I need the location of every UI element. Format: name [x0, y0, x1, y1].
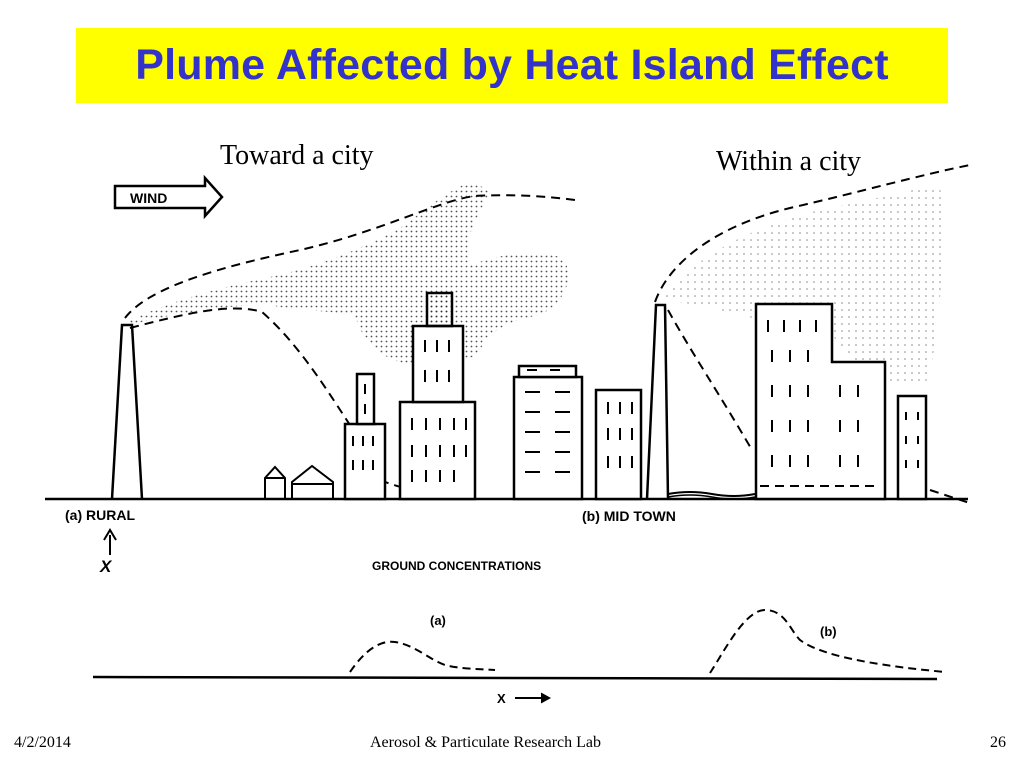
midtown-label: (b) MID TOWN [582, 508, 676, 524]
plume-a-upper-envelope [124, 194, 576, 319]
x-axis-label: X [497, 691, 506, 706]
rural-smokestack [110, 323, 144, 500]
city-a-windows [352, 340, 633, 482]
plume-a-smoke [128, 182, 569, 366]
slide-title: Plume Affected by Heat Island Effect [135, 41, 889, 89]
ground-conc-curve-b [709, 608, 946, 674]
horizontal-x-arrow: X [497, 691, 552, 706]
x-vertical-label: X [99, 557, 113, 576]
caption-within-city: Within a city [716, 146, 862, 177]
footer-date: 4/2/2014 [14, 734, 71, 751]
plume-b-upper-envelope [654, 164, 971, 303]
footer-lab: Aerosol & Particulate Research Lab [370, 734, 602, 751]
wind-label: WIND [130, 190, 167, 206]
curve-b-label: (b) [820, 624, 837, 639]
footer-page-number: 26 [990, 734, 1006, 751]
city-b-windows [760, 320, 919, 487]
wind-arrow: WIND [113, 174, 224, 220]
caption-toward-city: Toward a city [220, 140, 374, 171]
plume-b-lower-envelope [667, 309, 753, 451]
midtown-smokestack [645, 303, 670, 500]
concentration-baseline [92, 675, 938, 681]
curve-a-label: (a) [430, 613, 446, 628]
ground-concentrations-label: GROUND CONCENTRATIONS [372, 559, 541, 573]
ground-mixing-layer [667, 491, 756, 497]
city-b-buildings [754, 302, 928, 501]
plume-b-smoke [660, 185, 945, 385]
ground-conc-curve-a [349, 640, 496, 673]
farm-houses [264, 464, 334, 499]
title-banner: Plume Affected by Heat Island Effect [76, 28, 948, 103]
plume-b-ground-envelope [929, 489, 971, 504]
rural-label: (a) RURAL [65, 507, 135, 523]
vertical-x-arrow: X [99, 528, 117, 576]
